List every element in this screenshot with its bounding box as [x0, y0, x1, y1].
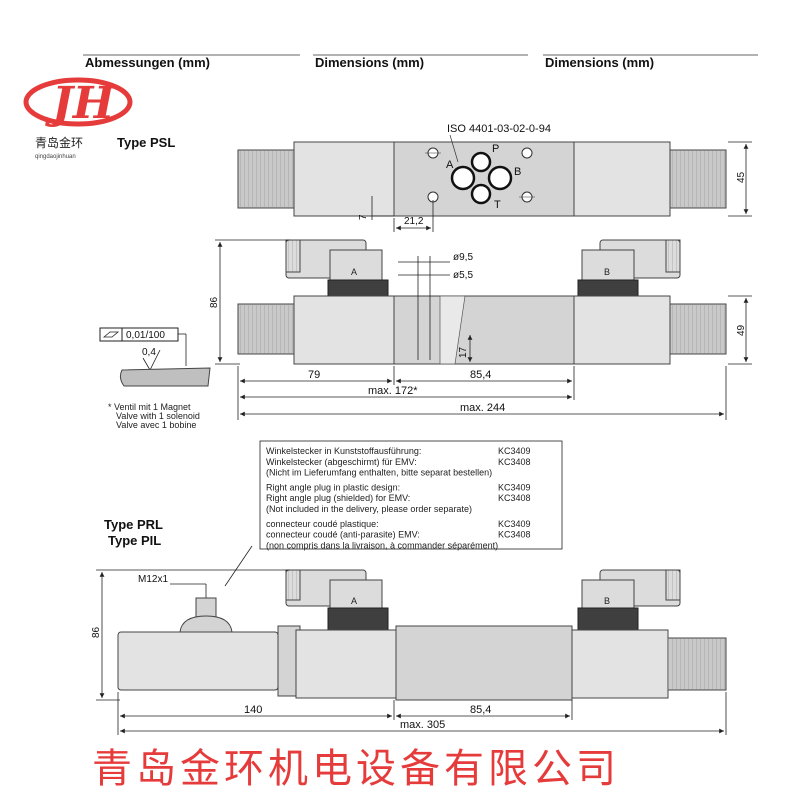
- plug-notes-box: Winkelstecker in Kunststoffausführung: KC…: [259, 440, 563, 550]
- plug-a-label: A: [351, 267, 357, 277]
- dim-17: 17: [458, 346, 469, 358]
- dim-max-244: max. 244: [460, 402, 505, 414]
- dim-21-2: 21,2: [404, 216, 424, 227]
- notes-line-code: KC3408: [498, 493, 531, 503]
- notes-line-code: KC3408: [498, 457, 531, 467]
- type-psl-label: Type PSL: [117, 135, 175, 150]
- solenoid-note-de: * Ventil mit 1 Magnet: [108, 402, 191, 412]
- logo-glyph: JH: [45, 78, 116, 129]
- left-solenoid-body: [293, 141, 395, 217]
- header-abmessungen: Abmessungen (mm): [85, 55, 210, 70]
- notes-line-text: (Not included in the delivery, please or…: [266, 504, 472, 514]
- logo-chinese: 青岛金环: [35, 135, 83, 150]
- bottom-view-valve: M12x1 A B: [91, 545, 727, 735]
- solenoid-note-fr: Valve avec 1 bobine: [116, 420, 196, 430]
- dim-79: 79: [308, 369, 320, 381]
- notes-line-code: KC3409: [498, 482, 531, 492]
- proportional-cylinder: [117, 631, 279, 691]
- notes-line-text: connecteur coudé plastique:: [266, 519, 379, 529]
- notes-line-code: KC3409: [498, 446, 531, 456]
- dim-max-305: max. 305: [400, 719, 445, 731]
- company-logo: JH 青岛金环 qingdaojinhuan: [23, 77, 133, 160]
- dim-m12: M12x1: [138, 574, 168, 585]
- dim-49: 49: [736, 324, 747, 336]
- dim-86-top: 86: [209, 296, 220, 308]
- notes-line-text: Right angle plug (shielded) for EMV:: [266, 493, 410, 503]
- flatness-value: 0,01/100: [126, 330, 165, 341]
- mounting-holes: [425, 147, 535, 203]
- notes-line-text: (Nicht im Lieferumfang enthalten, bitte …: [266, 468, 492, 478]
- flatness-callout: 0,01/100 0,4: [99, 327, 211, 387]
- notes-line-text: Winkelstecker in Kunststoffausführung:: [266, 446, 421, 456]
- plug-left-bottom: A: [285, 569, 389, 637]
- svg-text:A: A: [351, 596, 357, 606]
- notes-line-text: Winkelstecker (abgeschirmt) für EMV:: [266, 457, 417, 467]
- dim-max-172: max. 172*: [368, 385, 418, 397]
- port-p-circle: [470, 151, 492, 173]
- side-valve-block: [393, 295, 575, 365]
- side-view-valve: A B ø9,5 ø5,5 17 86: [99, 239, 752, 430]
- dim-140: 140: [244, 704, 262, 716]
- port-a-label: A: [446, 159, 454, 171]
- port-pattern: [450, 151, 513, 205]
- dim-45: 45: [736, 171, 747, 183]
- solenoid-note-en: Valve with 1 solenoid: [116, 411, 200, 421]
- notes-line-code: KC3409: [498, 519, 531, 529]
- logo-pinyin: qingdaojinhuan: [35, 154, 76, 160]
- dim-86-bottom: 86: [91, 626, 102, 638]
- bottom-valve-block: [395, 625, 573, 701]
- notes-line-text: connecteur coudé (anti-parasite) EMV:: [266, 530, 420, 540]
- port-b-label: B: [514, 166, 521, 178]
- notes-line-text: Right angle plug in plastic design:: [266, 482, 400, 492]
- dim-7: 7: [358, 214, 369, 220]
- port-b-circle: [487, 165, 513, 191]
- right-solenoid-body: [573, 141, 671, 217]
- notes-line-text: (non compris dans la livraison, à comman…: [266, 540, 498, 550]
- footer-company-name: 青岛金环机电设备有限公司: [92, 746, 620, 792]
- plug-right-bottom: B: [577, 569, 681, 637]
- logo-ring: [23, 77, 133, 127]
- dim-85-4-top: 85,4: [470, 369, 491, 381]
- roughness-value: 0,4: [142, 347, 156, 358]
- header-row: Abmessungen (mm) Dimensions (mm) Dimensi…: [83, 54, 758, 70]
- iso-label: ISO 4401-03-02-0-94: [447, 123, 551, 135]
- svg-text:B: B: [604, 596, 610, 606]
- top-view-valve: A B P T ISO 4401-03-02-0-94 45 7 21,2: [237, 123, 752, 232]
- port-t-label: T: [494, 199, 501, 211]
- port-t-circle: [470, 183, 492, 205]
- type-pil-label: Type PIL: [108, 533, 161, 548]
- header-dimensions-en: Dimensions (mm): [315, 55, 424, 70]
- type-prl-label: Type PRL: [104, 517, 163, 532]
- port-p-label: P: [492, 143, 499, 155]
- port-a-circle: [450, 165, 476, 191]
- dim-dia-5-5: ø5,5: [453, 270, 473, 281]
- dim-85-4-bottom: 85,4: [470, 704, 491, 716]
- header-dimensions-fr: Dimensions (mm): [545, 55, 654, 70]
- notes-line-code: KC3408: [498, 530, 531, 540]
- dim-dia-9-5: ø9,5: [453, 252, 473, 263]
- plug-b-label: B: [604, 267, 610, 277]
